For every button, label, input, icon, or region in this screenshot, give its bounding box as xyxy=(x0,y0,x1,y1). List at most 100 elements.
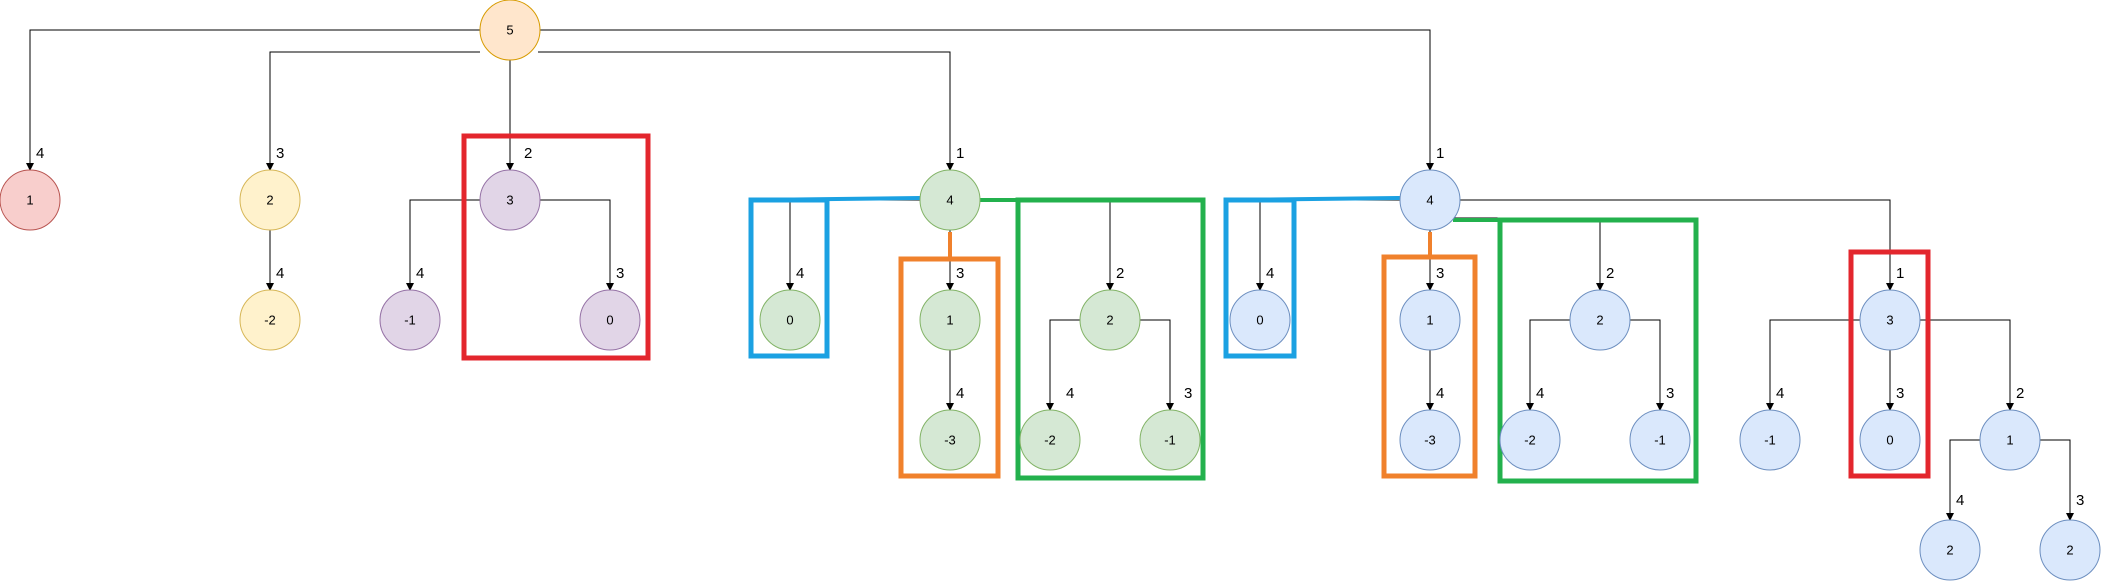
node-label: 2 xyxy=(266,193,273,208)
tree-node: 0 xyxy=(1859,409,1921,471)
edge-weight-label: 3 xyxy=(276,145,284,162)
node-circle xyxy=(759,289,821,351)
node-label: 0 xyxy=(1256,313,1263,328)
tree-node: -1 xyxy=(1139,409,1201,471)
edge-weight-label: 4 xyxy=(416,265,424,282)
tree-node: 4 xyxy=(1399,169,1461,231)
edge-n21-n22 xyxy=(1766,319,1860,411)
node-label: 3 xyxy=(1886,313,1893,328)
tree-node: -1 xyxy=(1739,409,1801,471)
highlight-box-red xyxy=(1848,249,1931,479)
edge-weight-label: 4 xyxy=(1066,385,1074,402)
node-circle xyxy=(2039,519,2101,581)
node-circle xyxy=(1859,409,1921,471)
edge-weight-label: 3 xyxy=(2076,492,2084,509)
edge-root-n14 xyxy=(540,29,1434,171)
node-label: 1 xyxy=(26,193,33,208)
edge-weight-label: 1 xyxy=(956,145,964,162)
edge-weight-label: 2 xyxy=(524,145,532,162)
node-circle xyxy=(1079,289,1141,351)
edge-weight-label: 4 xyxy=(36,145,44,162)
node-label: 1 xyxy=(1426,313,1433,328)
tree-node: -2 xyxy=(1019,409,1081,471)
edge-weight-label: 1 xyxy=(1436,145,1444,162)
node-circle xyxy=(1739,409,1801,471)
node-circle xyxy=(919,289,981,351)
node-circle xyxy=(0,169,61,231)
highlight-connector xyxy=(1225,196,1401,202)
edge-weight-label: 4 xyxy=(1956,492,1964,509)
node-label: -1 xyxy=(1764,433,1776,448)
edge-weight-label: 4 xyxy=(1436,385,1444,402)
node-circle xyxy=(239,289,301,351)
tree-node: -3 xyxy=(1399,409,1461,471)
tree-node: 4 xyxy=(919,169,981,231)
tree-node: 0 xyxy=(759,289,821,351)
node-label: 2 xyxy=(1106,313,1113,328)
tree-node: 0 xyxy=(579,289,641,351)
node-label: -1 xyxy=(404,313,416,328)
node-circle xyxy=(1859,289,1921,351)
node-circle xyxy=(919,409,981,471)
node-circle xyxy=(1399,409,1461,471)
node-label: 0 xyxy=(786,313,793,328)
edge-n4-n6 xyxy=(540,199,614,291)
edge-weight-label: 4 xyxy=(1536,385,1544,402)
tree-node: 1 xyxy=(1979,409,2041,471)
node-label: -1 xyxy=(1164,433,1176,448)
tree-node: -1 xyxy=(1629,409,1691,471)
edge-weight-label: 3 xyxy=(1184,385,1192,402)
edge-weight-label: 2 xyxy=(1116,265,1124,282)
tree-node: 3 xyxy=(1859,289,1921,351)
node-circle xyxy=(1399,169,1461,231)
edge-weight-label: 3 xyxy=(1666,385,1674,402)
edge-n14-n21 xyxy=(1460,199,1894,291)
node-label: 3 xyxy=(506,193,513,208)
edge-n11-n13 xyxy=(1140,319,1174,411)
node-circle xyxy=(1399,289,1461,351)
tree-node: 1 xyxy=(919,289,981,351)
edge-root-n7 xyxy=(538,51,954,171)
tree-node: 2 xyxy=(1919,519,1981,581)
tree-node: 2 xyxy=(2039,519,2101,581)
edge-weight-label: 3 xyxy=(1896,385,1904,402)
tree-node: -1 xyxy=(379,289,441,351)
node-circle xyxy=(379,289,441,351)
node-circle xyxy=(919,169,981,231)
edge-weight-label: 4 xyxy=(276,265,284,282)
node-label: -2 xyxy=(1524,433,1536,448)
tree-node: 1 xyxy=(1399,289,1461,351)
node-label: 0 xyxy=(1886,433,1893,448)
node-label: -3 xyxy=(944,433,956,448)
node-label: -2 xyxy=(1044,433,1056,448)
edge-root-n1 xyxy=(26,29,480,171)
edge-weight-label: 4 xyxy=(1266,265,1274,282)
edge-weight-label: 4 xyxy=(796,265,804,282)
node-circle xyxy=(579,289,641,351)
node-label: -2 xyxy=(264,313,276,328)
edge-n24-n25 xyxy=(1946,439,1980,521)
node-label: -3 xyxy=(1424,433,1436,448)
node-label: 2 xyxy=(1596,313,1603,328)
node-circle xyxy=(1229,289,1291,351)
node-label: 4 xyxy=(1426,193,1433,208)
edge-weight-label: 3 xyxy=(956,265,964,282)
tree-node: -2 xyxy=(239,289,301,351)
node-label: 1 xyxy=(2006,433,2013,448)
edge-weight-label: 3 xyxy=(1436,265,1444,282)
tree-node: -3 xyxy=(919,409,981,471)
highlight-connector xyxy=(750,196,921,202)
edge-n4-n5 xyxy=(406,199,480,291)
highlight-box-red xyxy=(461,133,651,361)
node-label: 5 xyxy=(506,23,513,38)
tree-node: 0 xyxy=(1229,289,1291,351)
edge-weight-label: 2 xyxy=(1606,265,1614,282)
edge-weight-label: 4 xyxy=(1776,385,1784,402)
edge-n18-n20 xyxy=(1630,319,1664,411)
node-circle xyxy=(1979,409,2041,471)
tree-node: 2 xyxy=(1569,289,1631,351)
highlight-box-green xyxy=(1497,217,1699,484)
edge-n21-n24 xyxy=(1920,319,2014,411)
node-label: 2 xyxy=(2066,543,2073,558)
